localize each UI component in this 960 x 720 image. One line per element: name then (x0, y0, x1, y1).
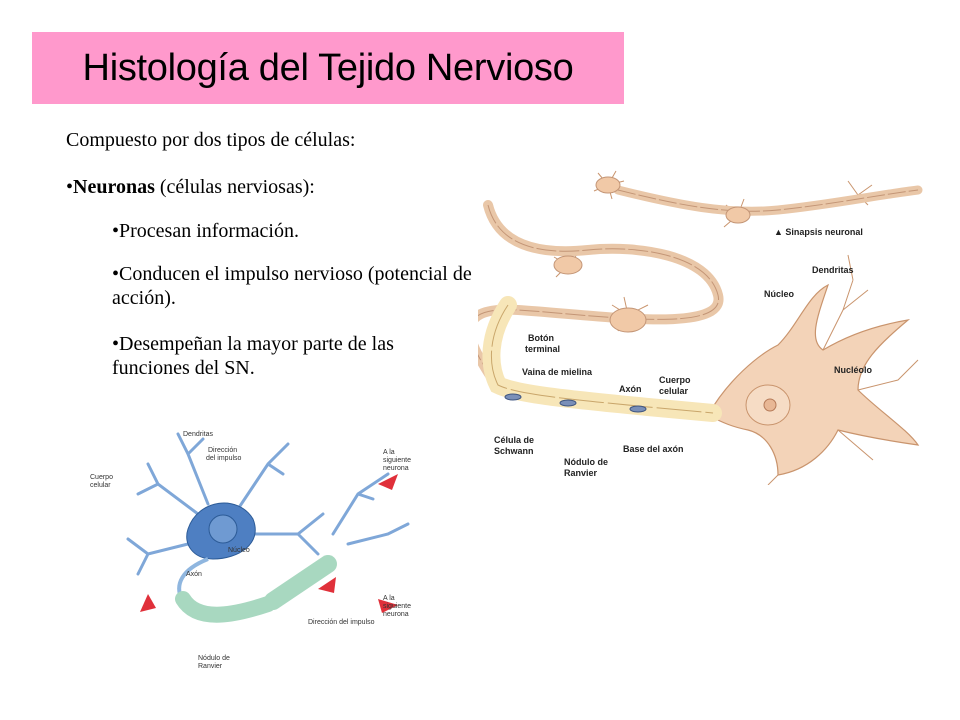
base-label: Base del axón (623, 444, 684, 454)
small-neuron-body (725, 206, 751, 224)
nodulo-label-2: Ranvier (198, 663, 223, 670)
sub-item-desempenan: •Desempeñan la mayor parte de las funcio… (112, 333, 394, 379)
dendrites (126, 432, 410, 576)
celula-label-1: Célula de (494, 435, 534, 445)
celula-label-2: Schwann (494, 446, 534, 456)
top-axon-chain (478, 185, 923, 390)
nucleolo-label: Nucléolo (834, 365, 873, 375)
nodulo-label-1: Nódulo de (564, 457, 608, 467)
title-box: Histología del Tejido Nervioso (32, 32, 624, 104)
dendritas-label: Dendritas (183, 431, 213, 438)
small-neuron-body (595, 176, 621, 194)
cuerpo-label-2: celular (90, 482, 111, 489)
nucleolus (763, 398, 777, 412)
nodulo-label-2: Ranvier (564, 468, 598, 478)
sub-item-procesan: •Procesan información. (112, 220, 299, 242)
siguiente-a-2: siguiente (383, 457, 411, 464)
axon-label: Axón (186, 571, 202, 578)
neuronas-bullet: •Neuronas (células nerviosas): (66, 175, 315, 199)
axon-label: Axón (619, 384, 642, 394)
neuronas-desc: (células nerviosas): (154, 176, 315, 198)
intro-text: Compuesto por dos tipos de células: (66, 129, 356, 151)
dir-impulso-label: Dirección del impulso (308, 619, 375, 626)
boton-label-2: terminal (525, 344, 560, 354)
siguiente-a-3: neurona (383, 465, 409, 472)
nucleus (208, 514, 238, 544)
nodulo-label-1: Nódulo de (198, 655, 230, 662)
siguiente-a-1: A la (383, 449, 395, 456)
cell-body (186, 502, 256, 560)
direccion-label-1: Dirección (208, 447, 237, 454)
small-neuron-body (553, 255, 583, 275)
neuron-diagram: ▲ Sinapsis neuronal Dendritas Núcleo Bot… (478, 170, 923, 485)
small-neuron-body (609, 307, 647, 333)
bullet-mark: • (66, 176, 74, 198)
nucleo-label: Núcleo (764, 289, 795, 299)
sub-item-conducen: •Conducen el impulso nervioso (potencial… (112, 263, 472, 309)
siguiente-b-3: neurona (383, 611, 409, 618)
vaina-label: Vaina de mielina (522, 367, 593, 377)
siguiente-b-2: siguiente (383, 603, 411, 610)
schwann-nucleus (559, 399, 577, 407)
neuronas-term: Neuronas (73, 176, 155, 198)
sinapsis-label: ▲ Sinapsis neuronal (774, 227, 863, 237)
boton-label-1: Botón (528, 333, 554, 343)
dendritas-label: Dendritas (812, 265, 854, 275)
cuerpo-label-1: Cuerpo (90, 474, 113, 481)
nucleo-label: Núcleo (228, 547, 250, 554)
page-title: Histología del Tejido Nervioso (82, 46, 574, 89)
schwann-nucleus (504, 393, 522, 401)
axon (175, 555, 337, 623)
impulse-arrows (140, 474, 398, 613)
direccion-label-2: del impulso (206, 455, 242, 462)
myelinated-axon (482, 296, 722, 422)
cuerpo-label-2: celular (659, 386, 689, 396)
cuerpo-label-1: Cuerpo (659, 375, 691, 385)
large-neuron (707, 254, 920, 485)
schwann-nucleus (629, 405, 647, 413)
neuron-impulse-diagram: Dendritas Dirección del impulso Cuerpo c… (88, 424, 433, 684)
siguiente-b-1: A la (383, 595, 395, 602)
